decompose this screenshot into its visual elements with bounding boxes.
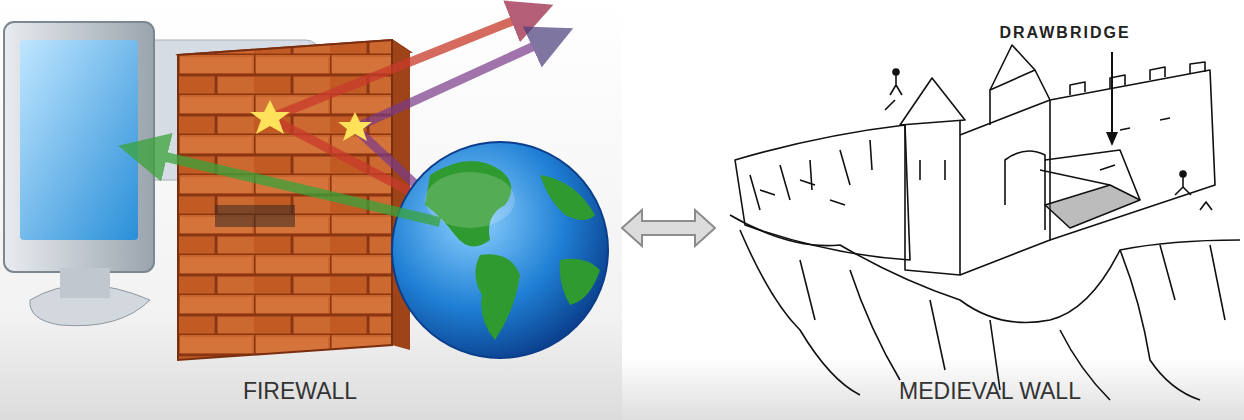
caption-label: MEDIEVAL WALL	[899, 378, 1081, 404]
callout-label: DRAWBRIDGE	[999, 24, 1130, 42]
caption-label: FIREWALL	[243, 378, 357, 404]
